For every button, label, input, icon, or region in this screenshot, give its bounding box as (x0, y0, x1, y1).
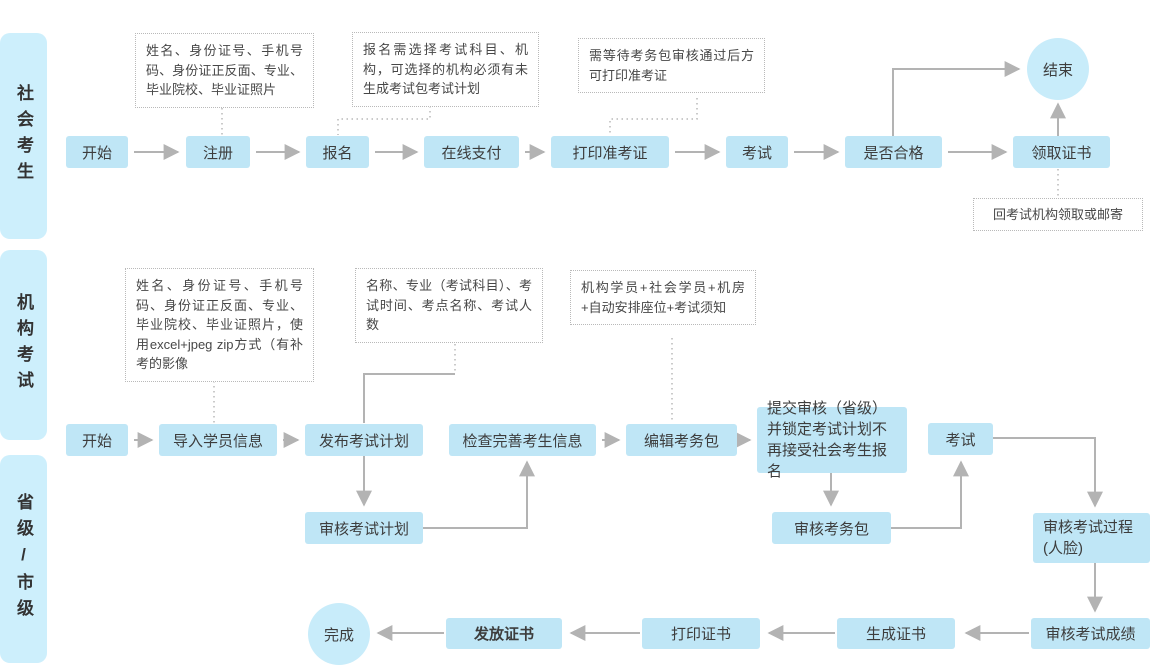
node-review-exam-plan: 审核考试计划 (305, 512, 423, 544)
elbow-anno-to-publish (363, 373, 455, 423)
anno-import-fields: 姓名、身份证号、手机号码、身份证正反面、专业、毕业院校、毕业证照片，使用exce… (125, 268, 314, 382)
arrow-pass-to-end (892, 61, 1021, 136)
anno-plan-fields: 名称、专业（考试科目）、考试时间、考点名称、考试人数 (355, 268, 543, 343)
arrow-reviewplan-to-check (423, 460, 535, 529)
node-finish-circle: 完成 (308, 603, 370, 665)
anno-print-ticket-wait: 需等待考务包审核通过后方可打印准考证 (578, 38, 765, 93)
node-issue-certificate: 发放证书 (446, 618, 562, 649)
dotted-anno-print (609, 98, 698, 135)
node-pass-or-not: 是否合格 (845, 136, 942, 168)
node-online-payment: 在线支付 (424, 136, 519, 168)
node-exam-social: 考试 (726, 136, 788, 168)
node-print-admission-ticket: 打印准考证 (551, 136, 669, 168)
node-end-circle: 结束 (1027, 38, 1089, 100)
anno-package-contents: 机构学员+社会学员+机房+自动安排座位+考试须知 (570, 270, 756, 325)
lane-label-institution-exam: 机构考试 (0, 250, 47, 440)
anno-certificate-pickup: 回考试机构领取或邮寄 (973, 198, 1143, 231)
node-review-exam-process: 审核考试过程 (人脸) (1033, 513, 1150, 563)
node-review-exam-package: 审核考务包 (772, 512, 891, 544)
node-exam-institution: 考试 (928, 423, 993, 455)
anno-register-fields: 姓名、身份证号、手机号码、身份证正反面、专业、毕业院校、毕业证照片 (135, 33, 314, 108)
node-publish-exam-plan: 发布考试计划 (305, 424, 423, 456)
node-check-candidate-info: 检查完善考生信息 (449, 424, 596, 456)
lane-label-provincial-municipal: 省级/市级 (0, 455, 47, 663)
node-generate-certificate: 生成证书 (837, 618, 955, 649)
node-print-certificate: 打印证书 (642, 618, 760, 649)
arrow-exam-to-process (993, 437, 1103, 508)
node-receive-certificate: 领取证书 (1013, 136, 1110, 168)
anno-enroll-requirements: 报名需选择考试科目、机构，可选择的机构必须有未生成考试包考试计划 (352, 32, 539, 107)
node-edit-exam-package: 编辑考务包 (626, 424, 737, 456)
lane-label-social-candidates: 社会考生 (0, 33, 47, 239)
node-import-student-info: 导入学员信息 (159, 424, 277, 456)
node-enroll: 报名 (306, 136, 369, 168)
node-review-exam-results: 审核考试成绩 (1031, 618, 1150, 649)
node-register: 注册 (186, 136, 250, 168)
node-submit-review-lock-plan: 提交审核（省级）并锁定考试计划不再接受社会考生报名 (757, 400, 907, 480)
node-start-social: 开始 (66, 136, 128, 168)
node-start-institution: 开始 (66, 424, 128, 456)
